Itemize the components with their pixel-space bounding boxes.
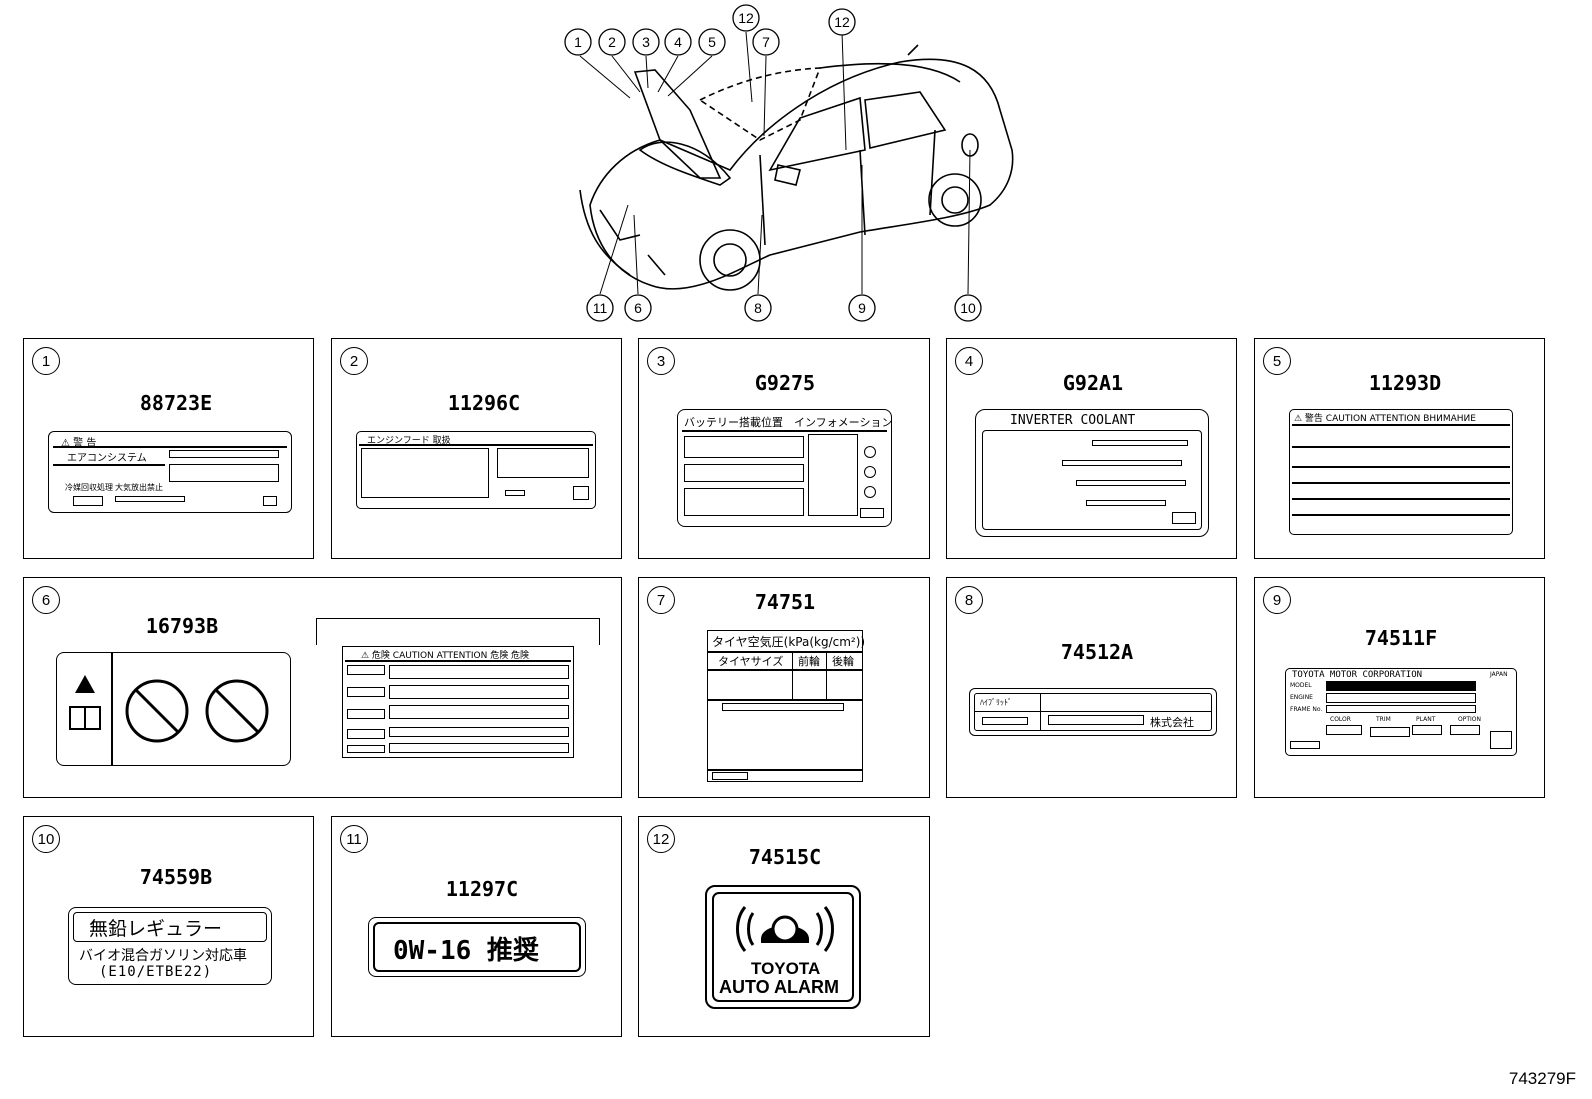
panel-number: 4 <box>955 347 983 375</box>
label-text: ⚠ 危険 CAUTION ATTENTION 危険 危険 <box>361 651 530 661</box>
label-text: バッテリー搭載位置 インフォメーション <box>684 416 893 429</box>
label-text: TRIM <box>1376 716 1391 723</box>
label-74515C: TOYOTA AUTO ALARM <box>705 885 861 1009</box>
drawing-id: 743279F <box>1508 1069 1576 1088</box>
panel-number: 11 <box>340 825 368 853</box>
label-text: 0W-16 推奨 <box>393 936 539 966</box>
label-text: 大気放出禁止 <box>115 483 163 492</box>
label-74559B: 無鉛レギュラー バイオ混合ガソリン対応車 (E10/ETBE22) <box>68 907 272 985</box>
label-11296C: エンジンフード 取扱 <box>356 431 596 509</box>
label-G9275: バッテリー搭載位置 インフォメーション <box>677 409 892 527</box>
callout-6: 6 <box>634 300 642 316</box>
callout-9: 9 <box>858 300 866 316</box>
panel-11: 11 11297C 0W-16 推奨 <box>331 816 622 1037</box>
panel-7: 7 74751 タイヤ空気圧(kPa(kg/cm²)) タイヤサイズ 前輪 後輪 <box>638 577 930 798</box>
callout-1: 1 <box>574 34 582 50</box>
label-text: INVERTER COOLANT <box>1010 413 1136 428</box>
label-text: タイヤ空気圧(kPa(kg/cm²)) <box>712 635 866 649</box>
callout-2: 2 <box>608 34 616 50</box>
label-16793B <box>56 652 291 766</box>
panel-number: 5 <box>1263 347 1291 375</box>
callout-8: 8 <box>754 300 762 316</box>
panel-number: 8 <box>955 586 983 614</box>
label-text: JAPAN <box>1490 671 1508 678</box>
label-text: TOYOTA <box>751 959 821 978</box>
label-16793B-text: ⚠ 危険 CAUTION ATTENTION 危険 危険 <box>342 646 574 758</box>
panel-number: 2 <box>340 347 368 375</box>
part-number: G9275 <box>754 371 816 395</box>
panel-number: 1 <box>32 347 60 375</box>
part-number: G92A1 <box>1062 371 1124 395</box>
label-text: ⚠ 警告 CAUTION ATTENTION ВНИМАНИЕ <box>1294 414 1476 424</box>
part-number: 74751 <box>754 590 816 614</box>
callout-5: 5 <box>708 34 716 50</box>
panel-number: 9 <box>1263 586 1291 614</box>
part-number: 11293D <box>1368 371 1442 395</box>
panel-12: 12 74515C TOYOTA AUTO ALARM <box>638 816 930 1037</box>
label-text: 株式会社 <box>1150 716 1194 729</box>
callout-3: 3 <box>642 34 650 50</box>
panel-3: 3 G9275 バッテリー搭載位置 インフォメーション <box>638 338 930 559</box>
label-text: ⚠ 警 告 <box>61 438 97 449</box>
panel-9: 9 74511F TOYOTA MOTOR CORPORATION JAPAN … <box>1254 577 1545 798</box>
callout-4: 4 <box>674 34 682 50</box>
label-text: 冷媒回収処理 <box>65 483 113 492</box>
label-text: ﾊｲﾌﾞﾘｯﾄﾞ <box>980 698 1012 707</box>
label-74511F: TOYOTA MOTOR CORPORATION JAPAN MODEL ENG… <box>1285 668 1517 756</box>
label-text: バイオ混合ガソリン対応車 <box>79 948 247 964</box>
part-number: 11297C <box>445 877 519 901</box>
alarm-icon <box>736 906 834 952</box>
pictogram-icons <box>69 675 269 743</box>
label-74751: タイヤ空気圧(kPa(kg/cm²)) タイヤサイズ 前輪 後輪 <box>707 630 866 782</box>
panel-10: 10 74559B 無鉛レギュラー バイオ混合ガソリン対応車 (E10/ETBE… <box>23 816 314 1037</box>
label-text: タイヤサイズ <box>718 655 784 668</box>
label-text: COLOR <box>1330 716 1351 723</box>
label-text: (E10/ETBE22) <box>99 964 213 980</box>
label-G92A1: INVERTER COOLANT <box>975 409 1209 537</box>
part-number: 74559B <box>139 865 213 889</box>
label-text: FRAME No. <box>1290 706 1323 713</box>
label-text: エアコンシステム <box>67 453 147 464</box>
panel-1: 1 88723E ⚠ 警 告 エアコンシステム 冷媒回収処理 大気放出禁止 <box>23 338 314 559</box>
label-text: TOYOTA MOTOR CORPORATION <box>1292 670 1423 680</box>
panel-2: 2 11296C エンジンフード 取扱 <box>331 338 622 559</box>
label-text: ENGINE <box>1290 694 1313 701</box>
panel-number: 7 <box>647 586 675 614</box>
panel-number: 10 <box>32 825 60 853</box>
part-number: 74511F <box>1364 626 1438 650</box>
label-text: MODEL <box>1290 682 1312 689</box>
panel-number: 12 <box>647 825 675 853</box>
callout-12b: 12 <box>834 14 850 30</box>
panel-number: 6 <box>32 586 60 614</box>
callout-7: 7 <box>762 34 770 50</box>
label-11297C: 0W-16 推奨 <box>368 917 586 977</box>
label-text: PLANT <box>1416 716 1436 723</box>
callout-11: 11 <box>593 300 608 316</box>
part-number: 74512A <box>1060 640 1134 664</box>
part-number: 88723E <box>139 391 213 415</box>
panel-number: 3 <box>647 347 675 375</box>
label-text: 無鉛レギュラー <box>89 918 223 940</box>
callout-10: 10 <box>960 300 976 316</box>
label-text: AUTO ALARM <box>719 977 839 997</box>
panel-5: 5 11293D ⚠ 警告 CAUTION ATTENTION ВНИМАНИЕ <box>1254 338 1545 559</box>
label-text: 前輪 <box>798 655 820 668</box>
part-number: 11296C <box>447 391 521 415</box>
label-11293D: ⚠ 警告 CAUTION ATTENTION ВНИМАНИЕ <box>1289 409 1513 535</box>
part-number: 74515C <box>748 845 822 869</box>
car-diagram: 1 2 3 4 5 12 7 12 11 6 8 9 10 <box>564 4 1014 322</box>
label-text: エンジンフード 取扱 <box>367 436 451 446</box>
label-text: 後輪 <box>832 655 854 668</box>
panel-4: 4 G92A1 INVERTER COOLANT <box>946 338 1237 559</box>
label-text: OPTION <box>1458 716 1481 723</box>
label-88723E: ⚠ 警 告 エアコンシステム 冷媒回収処理 大気放出禁止 <box>48 431 292 513</box>
part-number: 16793B <box>145 614 219 638</box>
callout-12a: 12 <box>738 10 754 26</box>
label-74512A: ﾊｲﾌﾞﾘｯﾄﾞ 株式会社 <box>969 688 1217 736</box>
panel-6: 6 16793B ⚠ 危険 CAUTION ATTENTION 危険 危険 <box>23 577 622 798</box>
panel-8: 8 74512A ﾊｲﾌﾞﾘｯﾄﾞ 株式会社 <box>946 577 1237 798</box>
